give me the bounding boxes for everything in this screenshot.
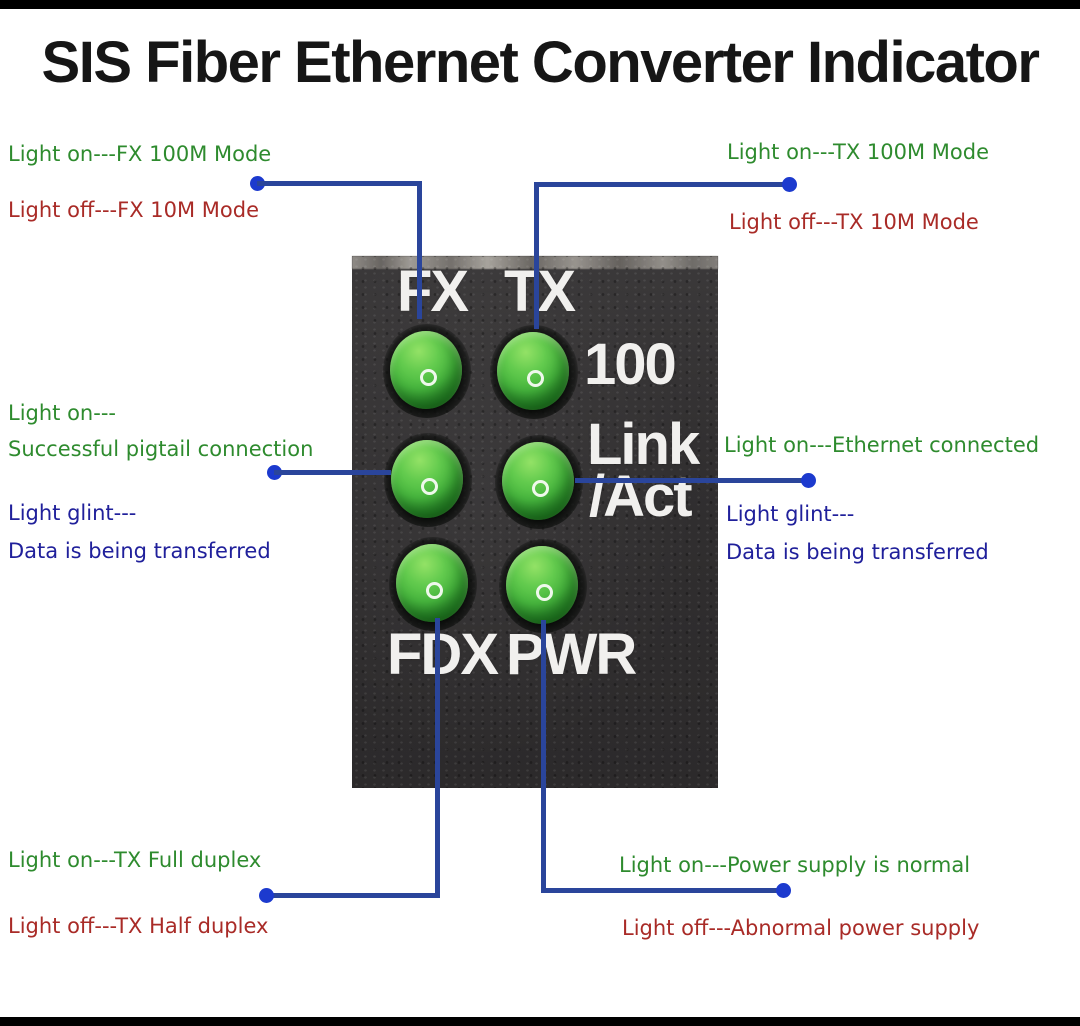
top-letterbox-bar [0,0,1080,9]
led-ring [536,584,553,601]
annotation-fiber-glint-line2: Data is being transferred [8,539,271,563]
annotation-fdx-on: Light on---TX Full duplex [8,848,262,872]
led-tx [490,325,578,419]
connector-tx-line-v [534,182,539,329]
led-fx [383,324,471,418]
connector-tx-dot [782,177,797,192]
led-pwr [499,539,587,633]
annotation-fiber-on-line1: Light on--- [8,401,116,425]
led-link-act [495,435,583,529]
connector-fdx-line-v [435,618,440,898]
led-ring [421,478,438,495]
connector-fdx-dot [259,888,274,903]
led-ring [426,582,443,599]
connector-link-dot [801,473,816,488]
device-label-fx: FX [397,259,469,324]
annotation-tx-on: Light on---TX 100M Mode [727,140,990,164]
connector-fx-line-h [257,181,422,186]
connector-pwr-dot [776,883,791,898]
annotation-fiber-glint-line1: Light glint--- [8,501,137,525]
device-label-link: Link [587,412,700,477]
connector-fx-line-v [417,181,422,319]
annotation-fiber-on-line2: Successful pigtail connection [8,437,314,461]
annotation-fdx-off: Light off---TX Half duplex [8,914,269,938]
page-title: SIS Fiber Ethernet Converter Indicator [41,30,1040,95]
annotation-pwr-on: Light on---Power supply is normal [619,853,971,877]
led-fiber [384,433,472,527]
device-label-100: 100 [584,332,677,397]
bottom-letterbox-bar [0,1017,1080,1026]
connector-fdx-line-h [266,893,438,898]
annotation-link-glint-line1: Light glint--- [726,502,855,526]
led-ring [532,480,549,497]
device-label-tx: TX [504,259,576,324]
connector-tx-line-h [534,182,789,187]
annotation-tx-off: Light off---TX 10M Mode [729,210,979,234]
annotation-fx-on: Light on---FX 100M Mode [8,142,272,166]
device-label-pwr: PWR [506,622,637,687]
annotation-link-glint-line2: Data is being transferred [726,540,989,564]
connector-pwr-line-h [541,888,784,893]
led-fdx [389,537,477,631]
connector-fiber-line-h [274,470,391,475]
annotation-link-on: Light on---Ethernet connected [724,433,1040,457]
connector-link-line-h [575,478,808,483]
annotation-pwr-off: Light off---Abnormal power supply [622,916,980,940]
device-label-act: /Act [589,464,693,529]
led-ring [420,369,437,386]
connector-pwr-line-v [541,620,546,893]
led-ring [527,370,544,387]
device-label-fdx: FDX [387,622,499,687]
annotation-fx-off: Light off---FX 10M Mode [8,198,260,222]
